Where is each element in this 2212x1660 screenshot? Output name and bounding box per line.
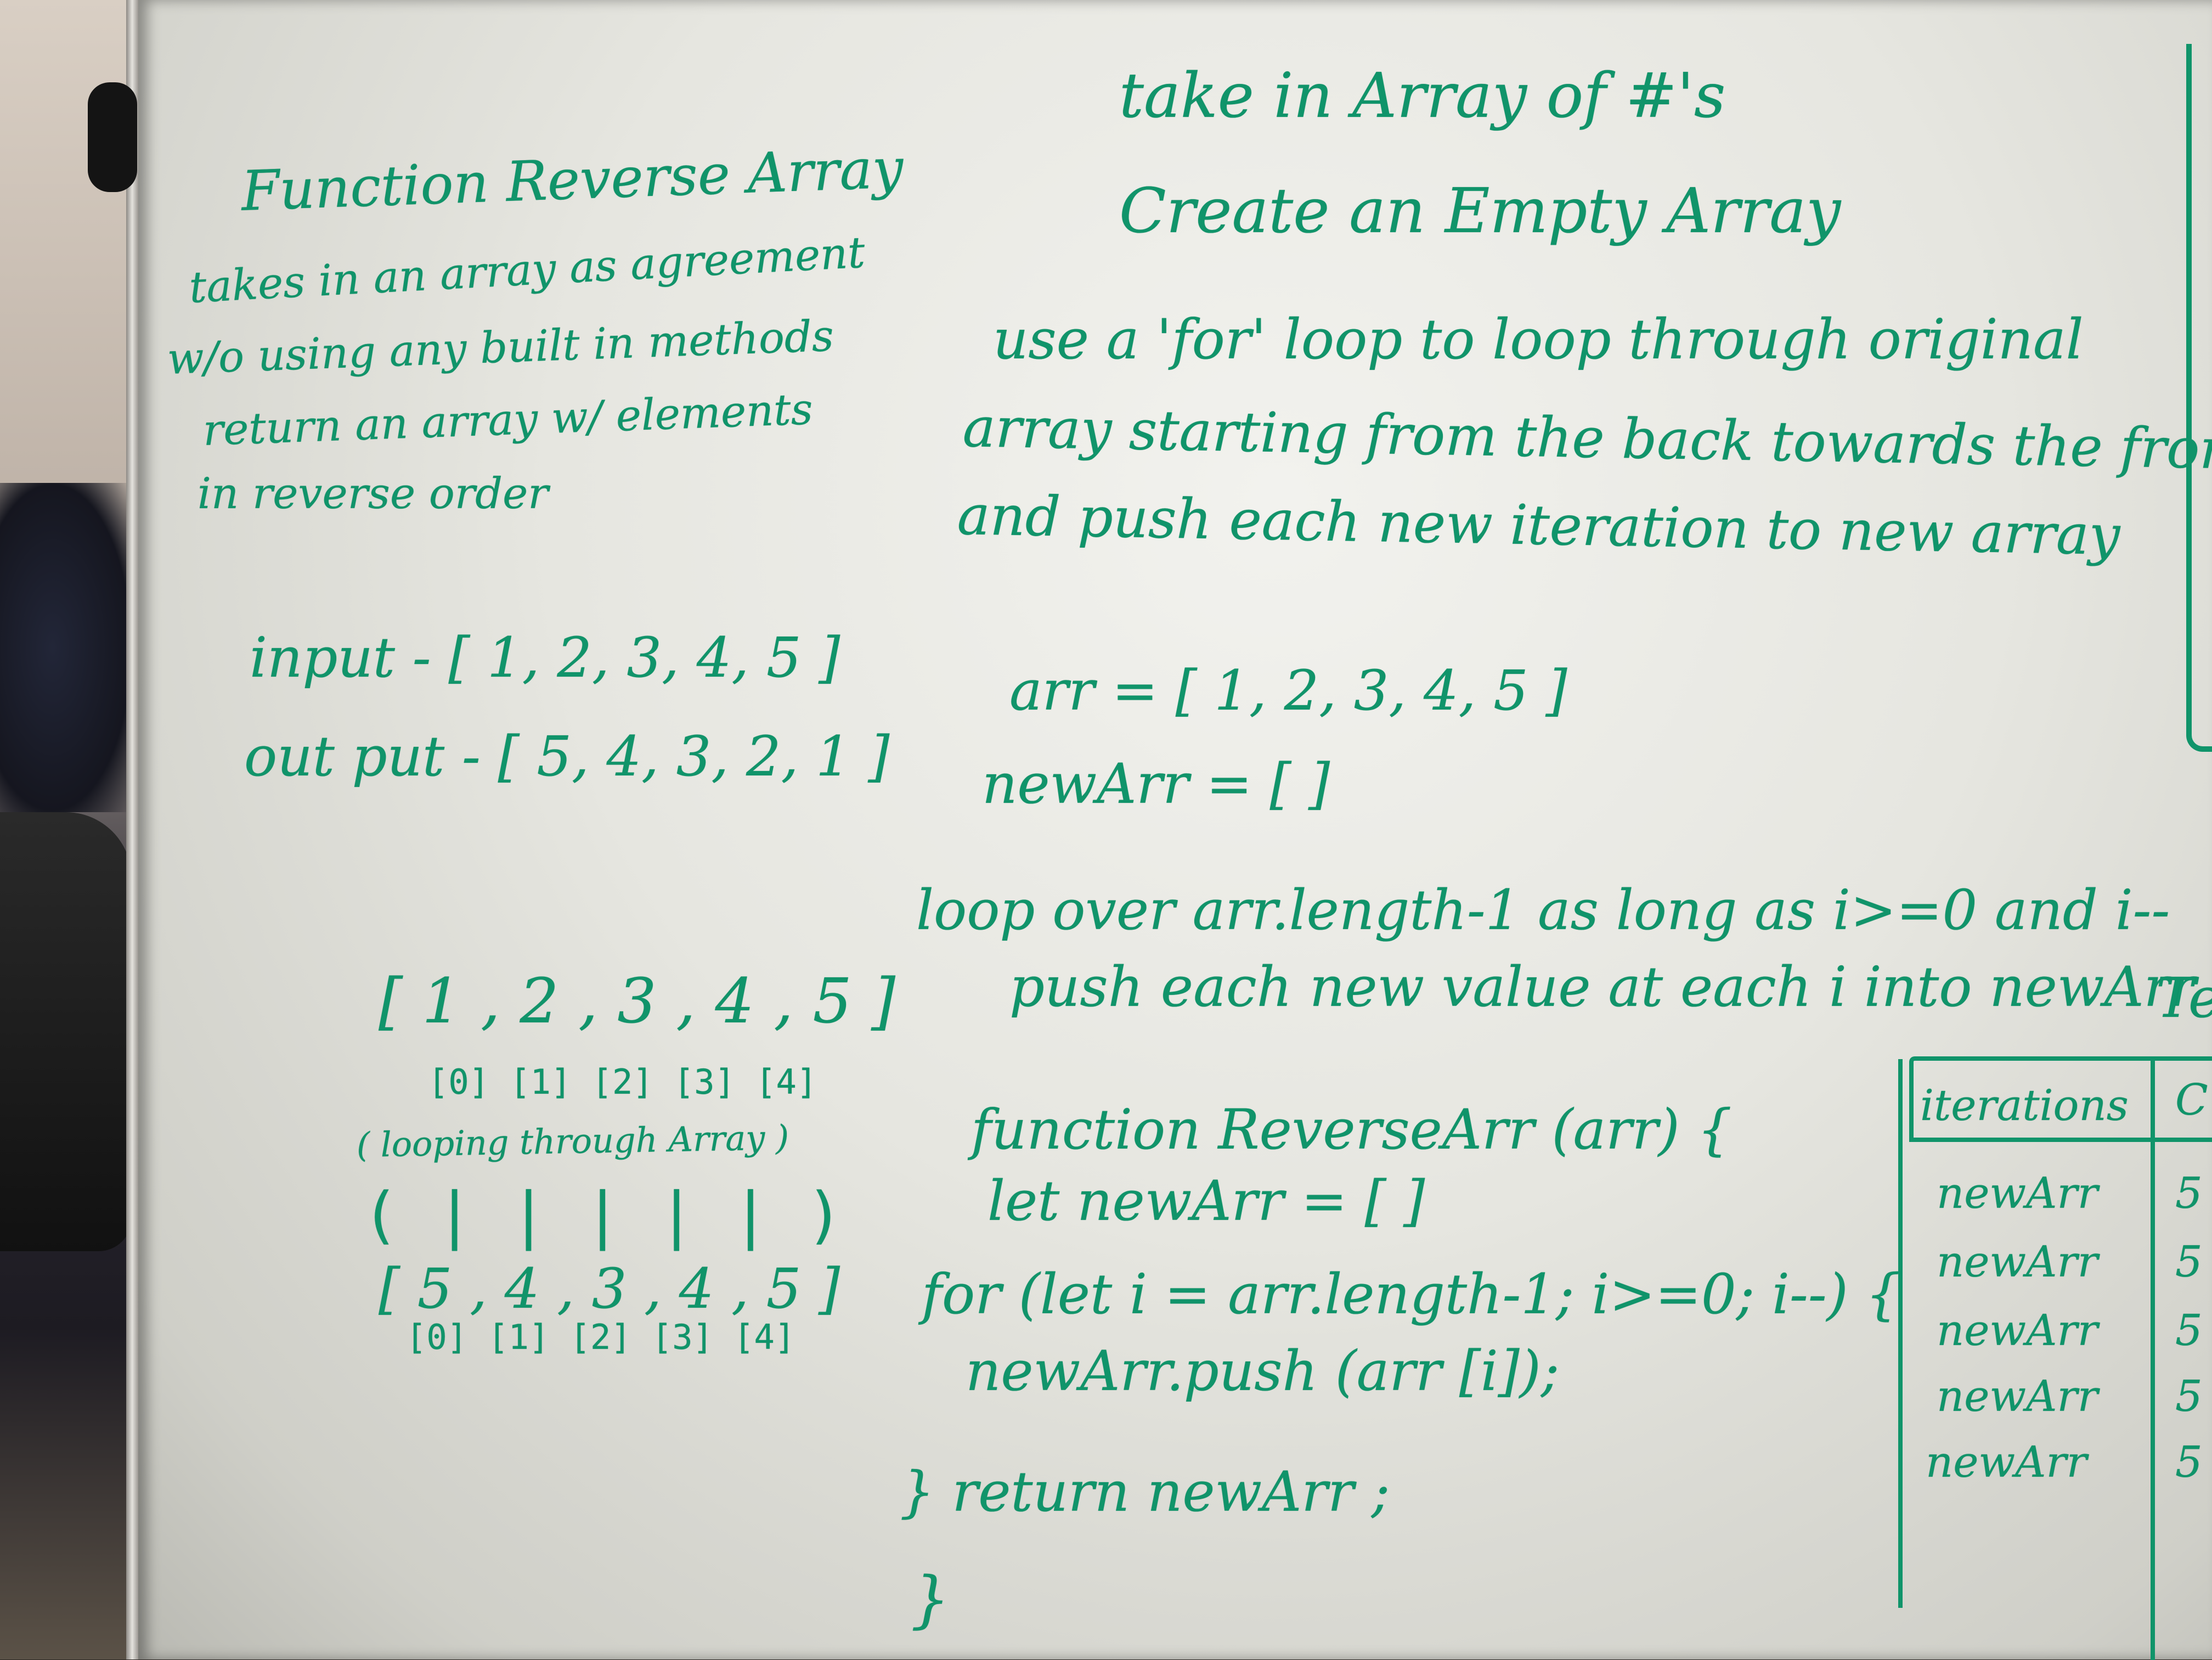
table-val-2: 5 [2175, 1237, 2203, 1287]
var-newArr: newArr = [ ] [982, 752, 1330, 816]
code-line-5: } return newArr ; [900, 1460, 1390, 1524]
table-row-3: newArr [1937, 1306, 2098, 1355]
chair [0, 812, 132, 1251]
desc-line-4: in reverse order [198, 469, 549, 519]
table-val-1: 5 [2175, 1169, 2203, 1218]
table-val-5: 5 [2175, 1438, 2203, 1487]
whiteboard [137, 0, 2212, 1659]
diagram-arrows: ( | | | | | ) [362, 1180, 843, 1251]
diagram-indices-top: [0] [1] [2] [3] [4] [428, 1062, 817, 1102]
table-row-1: newArr [1937, 1169, 2098, 1218]
diagram-array-bottom: [ 5 , 4 , 3 , 4 , 5 ] [379, 1257, 840, 1321]
output-example: out put - [ 5, 4, 3, 2, 1 ] [244, 724, 890, 789]
whiteboard-frame [126, 0, 138, 1659]
code-line-2: let newArr = [ ] [988, 1169, 1425, 1233]
table-val-3: 5 [2175, 1306, 2203, 1355]
table-header-c: C [2175, 1076, 2208, 1125]
loop-note-1: loop over arr.length-1 as long as i>=0 a… [916, 878, 2170, 942]
code-line-1: function ReverseArr (arr) { [971, 1098, 1733, 1162]
table-row-5: newArr [1926, 1438, 2087, 1487]
iteration-table-header [1909, 1056, 2212, 1142]
var-arr: arr = [ 1, 2, 3, 4, 5 ] [1009, 659, 1567, 723]
code-line-3: for (let i = arr.length-1; i>=0; i--) { [922, 1262, 1901, 1326]
table-column-divider [2151, 1056, 2155, 1660]
wall-knob [88, 82, 137, 192]
table-header-iterations: iterations [1920, 1081, 2129, 1130]
table-row-4: newArr [1937, 1372, 2098, 1421]
diagram-array-top: [ 1 , 2 , 3 , 4 , 5 ] [379, 966, 896, 1037]
top-note-1: take in Array of #'s [1119, 60, 1726, 132]
input-example: input - [ 1, 2, 3, 4, 5 ] [250, 626, 840, 690]
right-panel-bracket [2186, 44, 2212, 752]
code-line-6: } [911, 1564, 950, 1635]
blanket [0, 483, 132, 812]
top-note-2: Create an Empty Array [1119, 176, 1841, 247]
top-note-3: use a 'for' loop to loop through origina… [993, 307, 2084, 372]
iteration-table [1898, 1059, 2212, 1608]
cut-off-label: Te [2156, 966, 2212, 1030]
code-line-4: newArr.push (arr [i]); [966, 1339, 1560, 1403]
diagram-looping-label: ( looping through Array ) [356, 1117, 789, 1165]
table-val-4: 5 [2175, 1372, 2203, 1421]
diagram-indices-bottom: [0] [1] [2] [3] [4] [406, 1317, 795, 1357]
loop-note-2: push each new value at each i into newAr… [1009, 955, 2197, 1019]
table-row-2: newArr [1937, 1237, 2098, 1287]
